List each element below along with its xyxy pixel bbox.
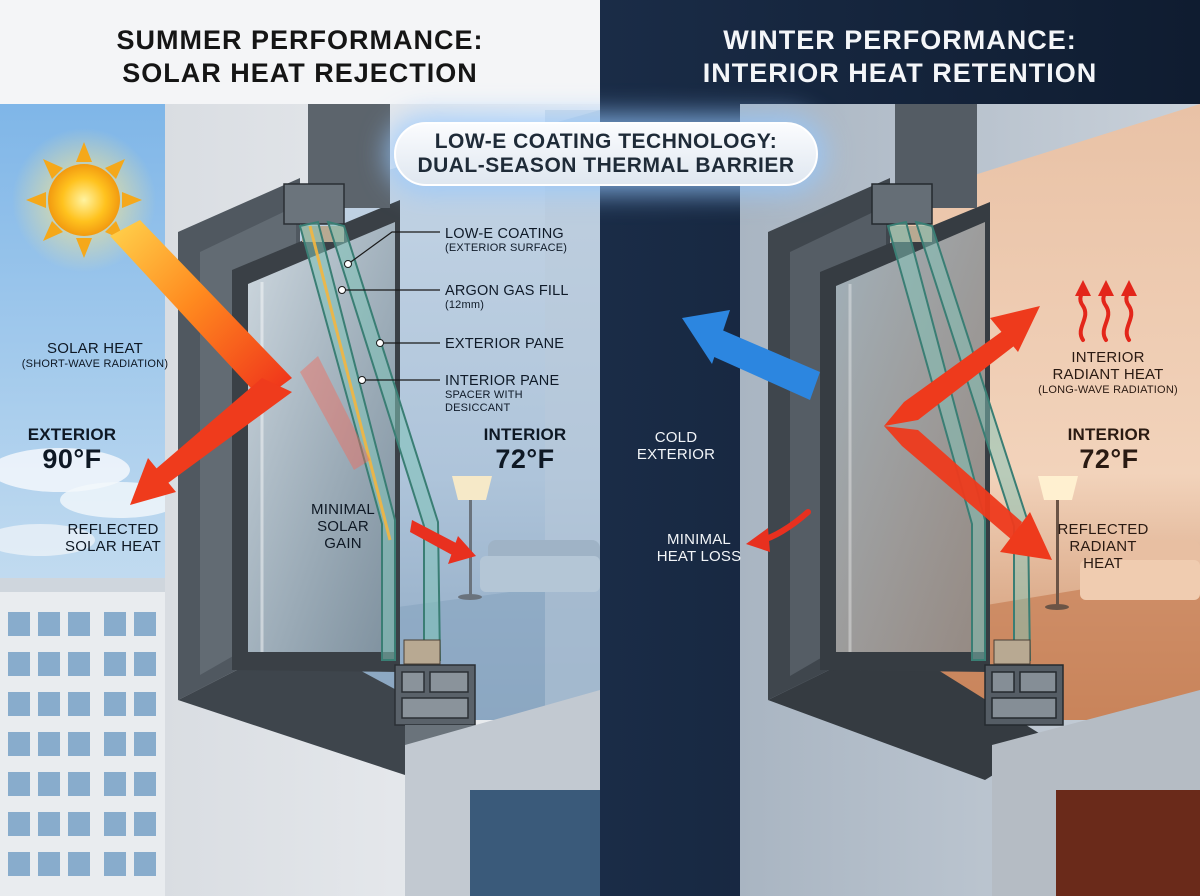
winter-title-line2: INTERIOR HEAT RETENTION (702, 57, 1098, 88)
winter-title-line1: WINTER PERFORMANCE: (723, 25, 1077, 55)
center-badge: LOW-E COATING TECHNOLOGY: DUAL-SEASON TH… (394, 122, 818, 186)
summer-interior-value: 72°F (495, 444, 555, 475)
callout-lowe-sub: (EXTERIOR SURFACE) (445, 242, 568, 255)
summer-title-line2: SOLAR HEAT REJECTION (122, 57, 478, 88)
minimal-heat-loss-line2: HEAT LOSS (656, 547, 742, 565)
cold-exterior-line1: COLD (654, 429, 698, 446)
summer-title: SUMMER PERFORMANCE: SOLAR HEAT REJECTION (0, 24, 600, 90)
exterior-label: EXTERIOR (27, 425, 117, 444)
callout-exterior-pane: EXTERIOR PANE (445, 336, 595, 352)
winter-interior-label: INTERIOR (1067, 425, 1151, 444)
interior-radiant-line2: RADIANT HEAT (1052, 365, 1164, 383)
reflected-solar-line1: REFLECTED (67, 521, 159, 538)
reflected-radiant-line1: REFLECTED (1057, 521, 1149, 538)
reflected-radiant-label: REFLECTED RADIANT HEAT (1050, 521, 1156, 572)
winter-interior-value: 72°F (1079, 444, 1139, 475)
interior-radiant-line1: INTERIOR (1071, 349, 1145, 366)
minimal-gain-line2: SOLAR (317, 517, 369, 535)
cold-exterior-line2: EXTERIOR (636, 445, 716, 463)
interior-radiant-sub: (LONG-WAVE RADIATION) (1038, 383, 1178, 396)
summer-interior-temp: INTERIOR 72°F (470, 425, 580, 474)
summer-interior-label: INTERIOR (483, 425, 567, 444)
exterior-temp: 90°F (42, 444, 102, 475)
reflected-radiant-line3: HEAT (1083, 554, 1123, 572)
minimal-gain-line3: GAIN (324, 534, 362, 552)
callout-lowe-coating: LOW-E COATING (EXTERIOR SURFACE) (445, 226, 595, 255)
callout-spacer-line2: DESICCANT (445, 401, 511, 414)
minimal-heat-loss-label: MINIMAL HEAT LOSS (646, 531, 752, 566)
exterior-temp-label: EXTERIOR 90°F (22, 425, 122, 474)
reflected-solar-line2: SOLAR HEAT (65, 537, 161, 555)
winter-title: WINTER PERFORMANCE: INTERIOR HEAT RETENT… (600, 24, 1200, 90)
reflected-radiant-line2: RADIANT (1069, 537, 1137, 555)
minimal-gain-label: MINIMAL SOLAR GAIN (300, 501, 386, 552)
reflected-solar-label: REFLECTED SOLAR HEAT (50, 521, 176, 556)
callout-argon: ARGON GAS FILL (12mm) (445, 283, 595, 312)
badge-line2: DUAL-SEASON THERMAL BARRIER (417, 154, 795, 178)
callout-interior-pane: INTERIOR PANE SPACER WITH DESICCANT (445, 373, 595, 414)
callout-argon-sub: (12mm) (445, 299, 485, 312)
callout-spacer-line1: SPACER WITH (445, 389, 523, 402)
badge-line1: LOW-E COATING TECHNOLOGY: (434, 130, 778, 153)
interior-radiant-label: INTERIOR RADIANT HEAT (LONG-WAVE RADIATI… (1020, 349, 1196, 396)
solar-heat-label: SOLAR HEAT (SHORT-WAVE RADIATION) (0, 340, 190, 370)
minimal-gain-line1: MINIMAL (311, 501, 375, 518)
summer-title-line1: SUMMER PERFORMANCE: (116, 25, 484, 55)
solar-heat-sub: (SHORT-WAVE RADIATION) (21, 357, 169, 370)
callout-interior-pane-text: INTERIOR PANE (445, 373, 560, 389)
solar-heat-text: SOLAR HEAT (47, 340, 143, 357)
winter-interior-temp: INTERIOR 72°F (1054, 425, 1164, 474)
minimal-heat-loss-line1: MINIMAL (667, 531, 731, 548)
callout-argon-text: ARGON GAS FILL (445, 283, 569, 299)
callout-lowe-text: LOW-E COATING (445, 226, 564, 242)
callout-exterior-pane-text: EXTERIOR PANE (445, 336, 565, 352)
cold-exterior-label: COLD EXTERIOR (626, 429, 726, 464)
